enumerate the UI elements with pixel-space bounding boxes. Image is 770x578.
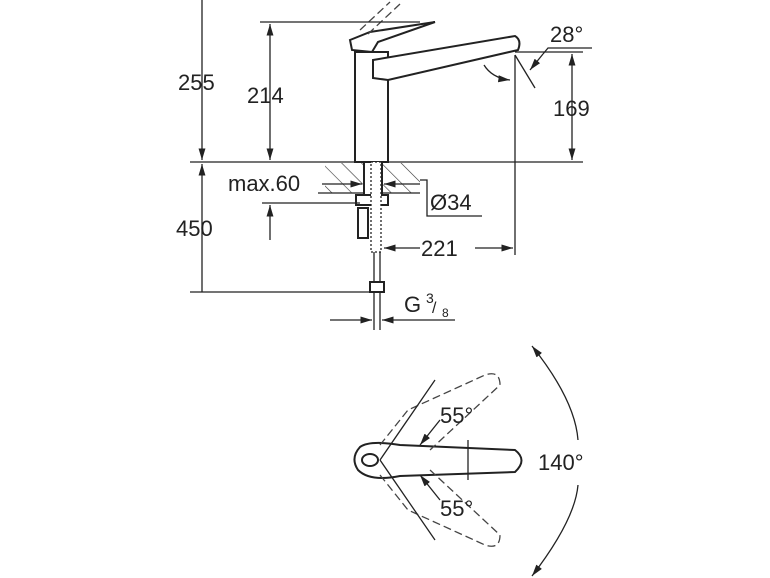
dim-max60: max.60 bbox=[228, 171, 300, 196]
dim-g-prefix: G bbox=[404, 292, 421, 317]
lever-top bbox=[353, 441, 523, 479]
dim-28-deg: 28° bbox=[550, 22, 583, 47]
spout bbox=[372, 34, 521, 82]
hose bbox=[370, 161, 382, 253]
angle-55-lower: 55° bbox=[440, 496, 473, 521]
dim-169: 169 bbox=[553, 96, 590, 121]
top-view: 55° 55° 140° bbox=[353, 345, 584, 577]
dim-g-den: 8 bbox=[442, 306, 449, 320]
dim-214: 214 bbox=[247, 83, 284, 108]
dim-255: 255 bbox=[178, 70, 215, 95]
lever bbox=[348, 21, 436, 54]
svg-text:/: / bbox=[432, 300, 437, 317]
dim-g-num: 3 bbox=[426, 290, 434, 306]
dim-diameter-34: Ø34 bbox=[430, 190, 472, 215]
angle-140: 140° bbox=[538, 450, 584, 475]
dim-221: 221 bbox=[421, 236, 458, 261]
angle-55-upper: 55° bbox=[440, 403, 473, 428]
dim-450: 450 bbox=[176, 216, 213, 241]
side-view: 255 450 214 max.60 Ø34 169 28° 221 G 3 /… bbox=[176, 0, 592, 330]
